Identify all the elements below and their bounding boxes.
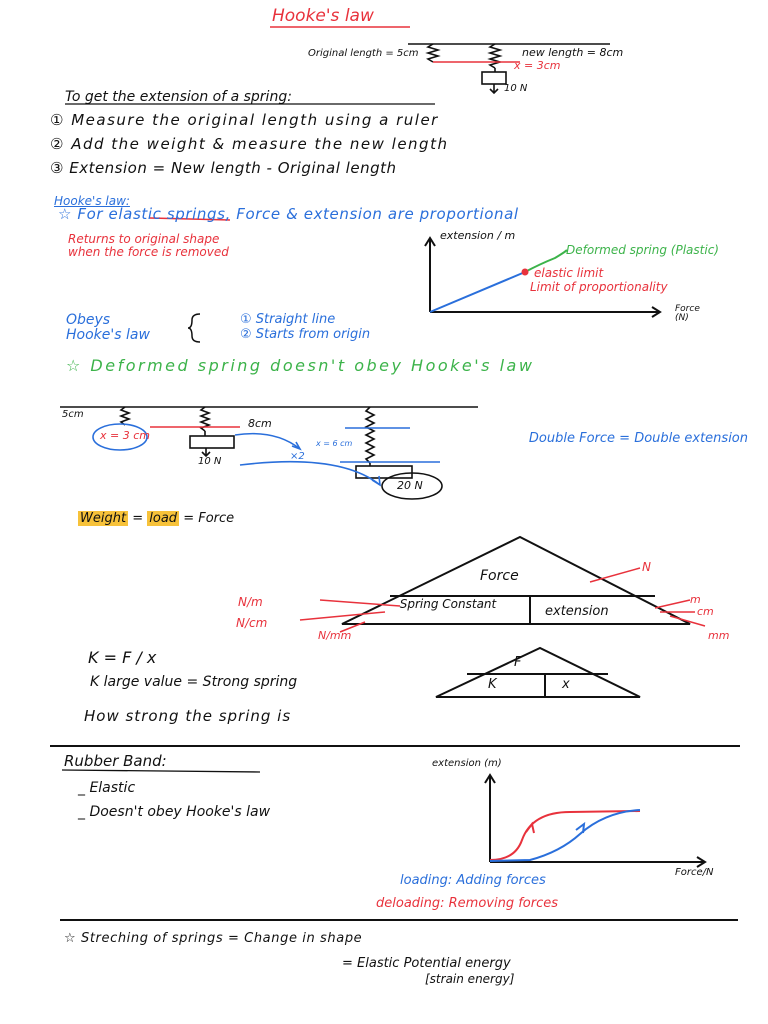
small-triangle-f: F bbox=[514, 655, 522, 670]
elastic-note: Returns to original shape when the force… bbox=[68, 232, 229, 260]
steps-heading: To get the extension of a spring: bbox=[65, 89, 292, 105]
unit-n-per-cm: N/cm bbox=[236, 616, 268, 630]
rubber-graph-x-label: Force/N bbox=[675, 867, 714, 878]
stretching-line-3: [strain energy] bbox=[425, 972, 515, 986]
weight-box-1 bbox=[481, 71, 507, 85]
k-meaning: How strong the spring is bbox=[84, 707, 292, 725]
stretching-line-2: = Elastic Potential energy bbox=[342, 956, 511, 971]
original-spring bbox=[425, 43, 441, 63]
triangle-force-label: Force bbox=[480, 568, 519, 584]
rubber-band-heading: Rubber Band: bbox=[64, 752, 167, 770]
unit-n-per-m: N/m bbox=[238, 595, 263, 609]
weight-20n: 20 N bbox=[397, 479, 423, 492]
elastic-limit-label: elastic limit bbox=[534, 266, 604, 280]
unloading-curve bbox=[489, 809, 641, 862]
step-1: ① Measure the original length using a ru… bbox=[50, 111, 439, 129]
weight-word: Weight bbox=[78, 511, 129, 526]
loading-note: loading: Adding forces bbox=[400, 873, 546, 888]
k-formula: K = F / x bbox=[88, 648, 157, 667]
k-large-value-note: K large value = Strong spring bbox=[90, 674, 298, 690]
stretching-line-1: ☆ Streching of springs = Change in shape bbox=[64, 931, 363, 946]
unit-newton: N bbox=[642, 560, 651, 574]
weight-box-3 bbox=[355, 465, 413, 479]
small-triangle-k: K bbox=[488, 677, 497, 692]
extension-circle-label: x = 3 cm bbox=[100, 429, 150, 442]
deformed-spring-label: Deformed spring (Plastic) bbox=[566, 243, 719, 257]
step-3: ③ Extension = New length - Original leng… bbox=[50, 159, 397, 177]
graph-x-label: Force (N) bbox=[675, 304, 700, 323]
weight-load-force-line: Weight = load = Force bbox=[78, 511, 235, 526]
spring-a bbox=[118, 406, 132, 426]
doubled-extension-label: x = 6 cm bbox=[316, 439, 353, 448]
triangle-extension-label: extension bbox=[545, 604, 609, 619]
force-triangle bbox=[341, 535, 691, 625]
rubber-graph-y-label: extension (m) bbox=[432, 758, 502, 769]
page-title: Hooke's law bbox=[272, 6, 374, 26]
new-length-label: new length = 8cm bbox=[522, 46, 624, 59]
left-length-label: 5cm bbox=[62, 409, 84, 420]
proportional-line bbox=[429, 271, 526, 313]
graph-y-label: extension / m bbox=[440, 229, 516, 242]
triangle-spring-constant-label: Spring Constant bbox=[399, 597, 497, 611]
unit-m: m bbox=[690, 593, 701, 606]
weight-box-2 bbox=[189, 435, 235, 449]
elastic-limit-point bbox=[521, 268, 529, 276]
stretched-spring bbox=[487, 43, 503, 69]
proportionality-label: Limit of proportionality bbox=[530, 280, 668, 294]
unit-mm: mm bbox=[708, 629, 730, 642]
deformed-curve bbox=[524, 249, 568, 273]
obeys-point-1: ① Straight line bbox=[240, 312, 336, 327]
rubber-band-graph bbox=[484, 773, 707, 868]
hookes-law-heading: Hooke's law: bbox=[54, 194, 130, 208]
deformed-note: ☆ Deformed spring doesn't obey Hooke's l… bbox=[66, 356, 535, 375]
extension-label: x = 3cm bbox=[514, 59, 561, 72]
hookes-law-statement: ☆ For elastic springs, Force & extension… bbox=[58, 205, 519, 223]
unit-n-per-mm: N/mm bbox=[318, 629, 352, 642]
unloading-note: deloading: Removing forces bbox=[376, 896, 559, 911]
equals-force: = Force bbox=[183, 511, 235, 526]
equals-1: = bbox=[132, 511, 144, 526]
spring-c bbox=[364, 406, 376, 464]
double-force-note: Double Force = Double extension bbox=[528, 431, 748, 446]
new-length-8cm: 8cm bbox=[248, 417, 272, 430]
step-2: ② Add the weight & measure the new lengt… bbox=[50, 135, 449, 153]
small-triangle-x: x bbox=[562, 677, 570, 692]
load-word: load bbox=[147, 511, 180, 526]
hookes-law-graph bbox=[424, 236, 662, 318]
unit-cm: cm bbox=[697, 605, 714, 618]
obeys-label: Obeys Hooke's law bbox=[66, 312, 150, 343]
rubber-band-point-1: _ Elastic bbox=[78, 780, 136, 796]
small-triangle bbox=[435, 646, 641, 698]
spring-setup-diagram bbox=[408, 43, 610, 95]
obeys-point-2: ② Starts from origin bbox=[240, 327, 371, 342]
weight-label: 10 N bbox=[504, 83, 528, 94]
original-length-label: Original length = 5cm bbox=[308, 48, 419, 59]
multiplier-label: ×2 bbox=[290, 451, 305, 462]
weight-10n: 10 N bbox=[198, 456, 222, 467]
loading-curve bbox=[489, 810, 641, 861]
rubber-band-point-2: _ Doesn't obey Hooke's law bbox=[78, 804, 271, 820]
